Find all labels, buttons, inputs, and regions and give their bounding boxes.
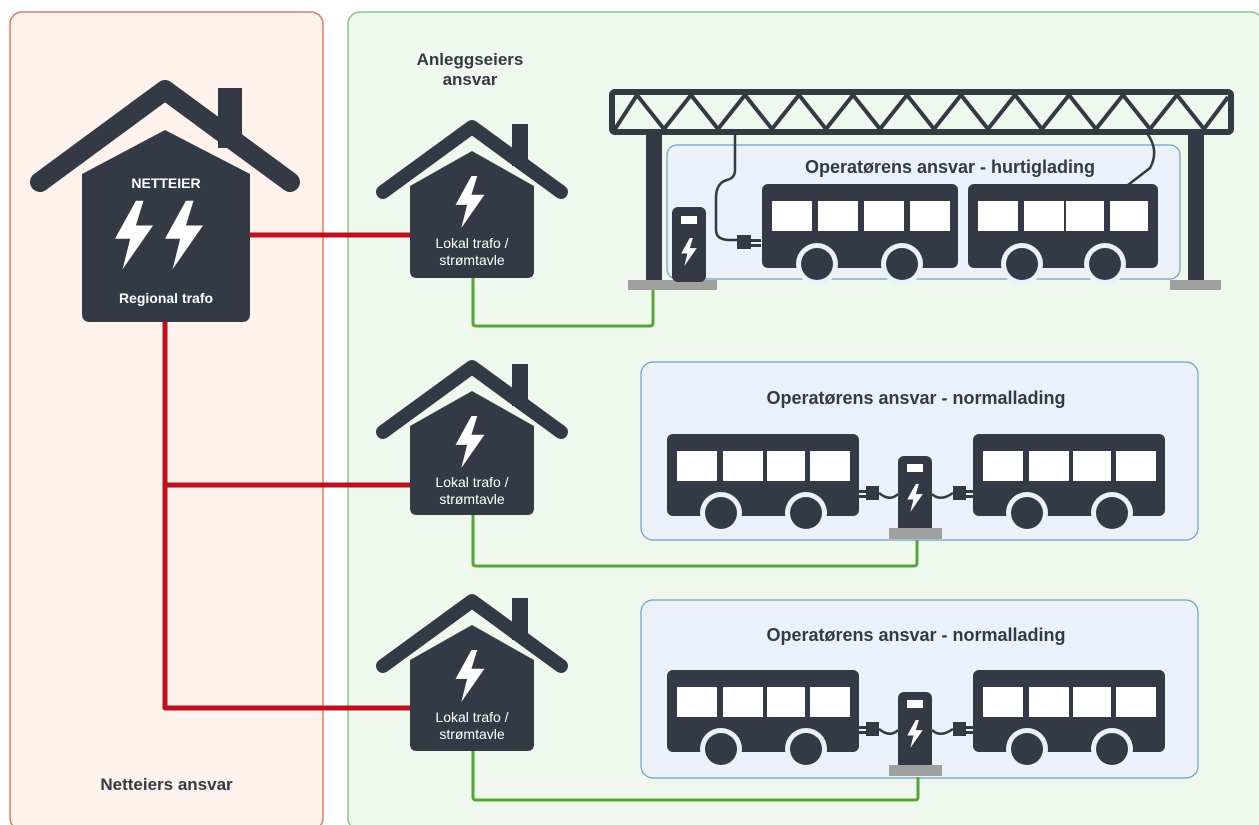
pantograph-cable xyxy=(714,132,745,242)
bus-icon xyxy=(667,434,859,534)
zone-label-facility-owner: Anleggseiers ansvar xyxy=(416,50,524,90)
local-station-label-1: Lokal trafo / strømtavle xyxy=(435,235,509,268)
regional-trafo-house xyxy=(30,80,300,322)
fast-charger xyxy=(672,207,761,282)
bus-icon xyxy=(762,184,958,285)
grid-power-lines xyxy=(162,232,410,711)
charging-box-title-normal-1: Operatørens ansvar - normallading xyxy=(766,388,1066,408)
normal-charger xyxy=(859,692,973,776)
charging-box-title-fast: Operatørens ansvar - hurtiglading xyxy=(804,157,1096,177)
zone-label-grid-owner: Netteiers ansvar xyxy=(100,775,233,794)
local-trafo-house-1 xyxy=(376,120,568,278)
base-plate xyxy=(628,280,717,290)
local-station-label-2: Lokal trafo / strømtavle xyxy=(435,474,509,507)
pantograph-cable xyxy=(1127,131,1156,186)
local-trafo-house-2 xyxy=(376,360,568,515)
base-plate xyxy=(1170,280,1221,290)
regional-station-title: NETTEIER xyxy=(131,175,201,191)
bus-icon xyxy=(968,184,1158,285)
local-power-lines xyxy=(471,278,920,802)
regional-station-subtitle: Regional trafo xyxy=(118,290,214,306)
bus-icon xyxy=(973,434,1165,534)
bus-icon xyxy=(973,670,1165,770)
bus-icon xyxy=(667,670,859,770)
local-station-label-3: Lokal trafo / strømtavle xyxy=(435,709,509,742)
charging-canopy xyxy=(609,89,1234,290)
normal-charger xyxy=(859,456,973,539)
local-trafo-house-3 xyxy=(376,594,568,751)
charging-box-title-normal-2: Operatørens ansvar - normallading xyxy=(766,625,1066,645)
